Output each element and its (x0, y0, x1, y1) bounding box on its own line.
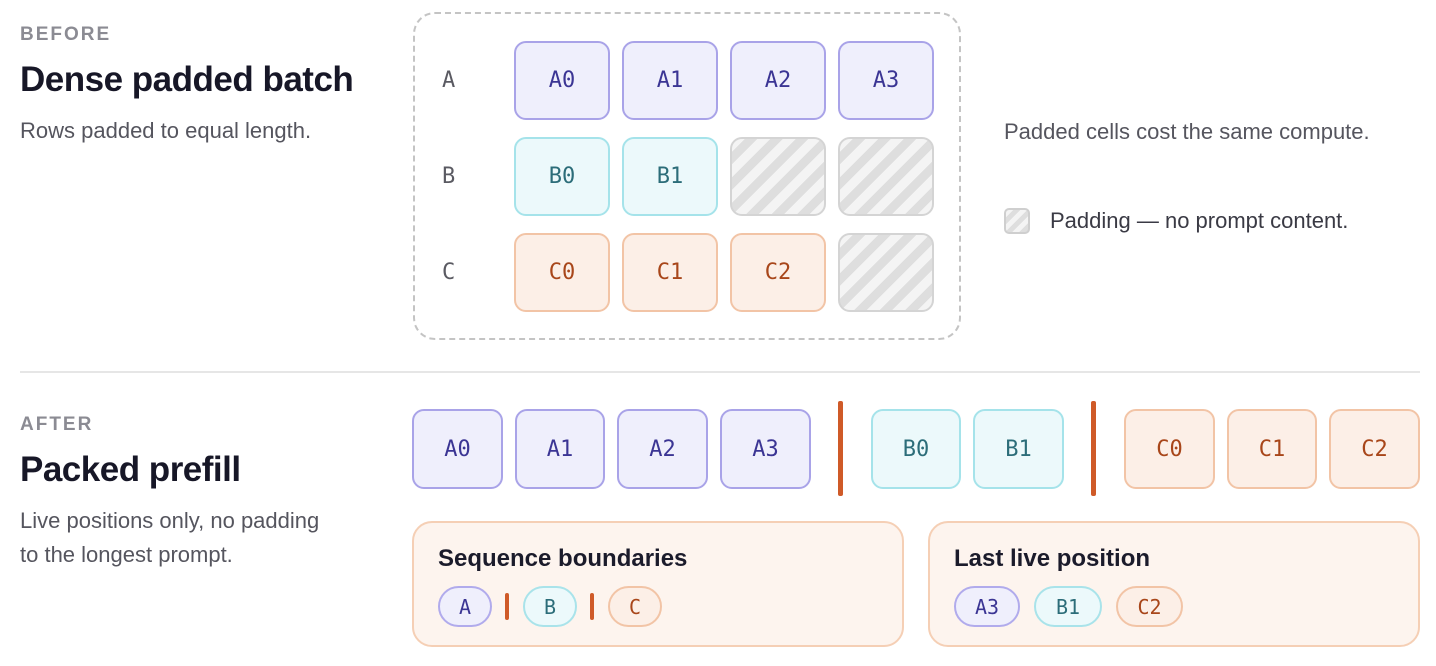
sequence-pill: C (608, 586, 662, 627)
dense-batch-frame (413, 12, 961, 340)
packed-token: A1 (515, 409, 605, 489)
sequence-pill: B (523, 586, 577, 627)
sequence-boundary-marker (838, 401, 843, 496)
after-title: Packed prefill (20, 450, 241, 489)
packed-token: C1 (1227, 409, 1317, 489)
packed-token: A3 (720, 409, 811, 489)
padding-cell (838, 137, 934, 216)
position-pill: B1 (1034, 586, 1102, 627)
padding-legend-label: Padding — no prompt content. (1050, 208, 1349, 233)
before-eyebrow: BEFORE (20, 24, 112, 45)
batch-cell: A2 (730, 41, 826, 120)
position-pill: A3 (954, 586, 1020, 627)
section-divider (20, 371, 1420, 373)
boundary-marker (590, 593, 594, 620)
before-description: Rows padded to equal length. (20, 118, 312, 143)
row-label-b: B (442, 164, 456, 189)
position-pill: C2 (1116, 586, 1183, 627)
packed-token: A0 (412, 409, 503, 489)
padding-cell (838, 233, 934, 312)
last-live-position-card: Last live position A3 B1 C2 (928, 521, 1420, 647)
batch-cell: B1 (622, 137, 718, 216)
card-title: Last live position (954, 545, 1151, 572)
padding-cell (730, 137, 826, 216)
sequence-boundary-marker (1091, 401, 1096, 496)
packed-token: B1 (973, 409, 1064, 489)
after-description: Live positions only, no padding to the l… (20, 508, 320, 567)
packed-token: A2 (617, 409, 708, 489)
sequence-pill: A (438, 586, 492, 627)
batch-cell: B0 (514, 137, 610, 216)
packed-token: B0 (871, 409, 961, 489)
packed-token: C0 (1124, 409, 1215, 489)
boundary-marker (505, 593, 509, 620)
batch-cell: C1 (622, 233, 718, 312)
card-title: Sequence boundaries (438, 545, 688, 572)
row-label-c: C (442, 260, 456, 285)
batch-cell: A0 (514, 41, 610, 120)
after-eyebrow: AFTER (20, 414, 94, 435)
padding-legend-swatch (1004, 208, 1030, 234)
padding-cost-note: Padded cells cost the same compute. (1004, 119, 1370, 144)
batch-cell: C2 (730, 233, 826, 312)
batch-cell: A3 (838, 41, 934, 120)
row-label-a: A (442, 68, 456, 93)
batch-cell: A1 (622, 41, 718, 120)
batch-cell: C0 (514, 233, 610, 312)
packed-token: C2 (1329, 409, 1420, 489)
sequence-boundaries-card: Sequence boundaries A B C (412, 521, 904, 647)
before-title: Dense padded batch (20, 60, 354, 99)
